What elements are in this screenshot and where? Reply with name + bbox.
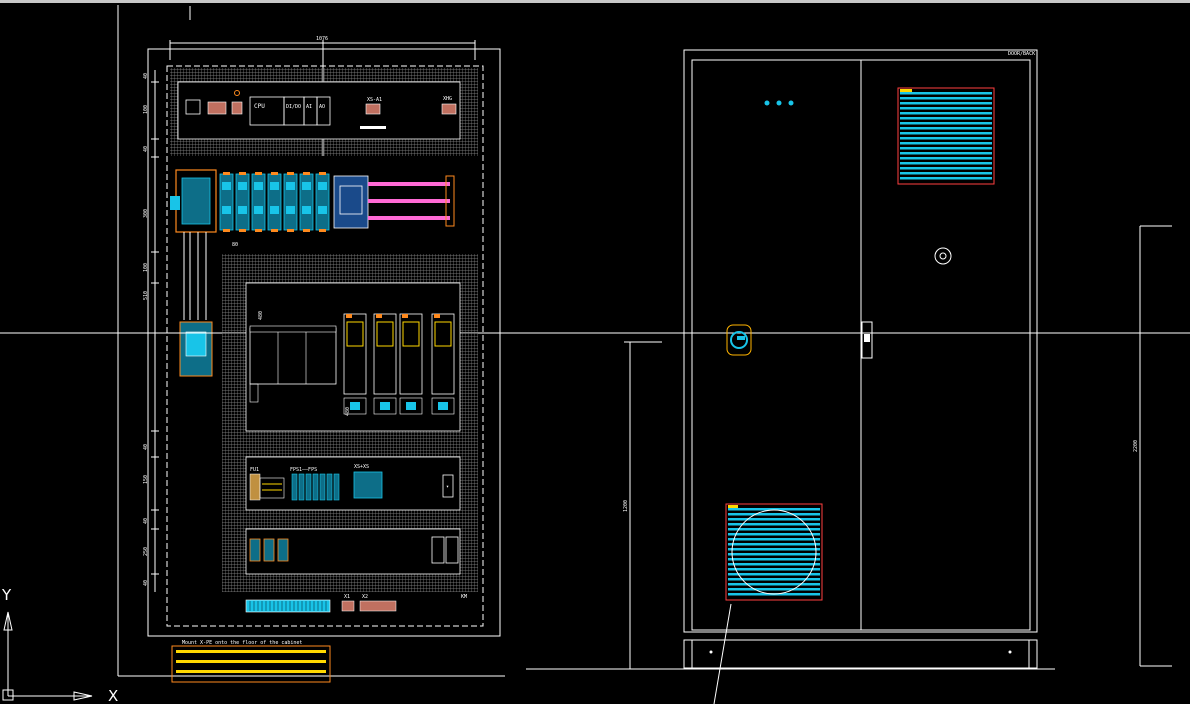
fuse-row: FU1 FPS1——FPS XS+XS ▾ bbox=[249, 464, 454, 501]
leader-line bbox=[713, 603, 732, 704]
dim-label: 40 bbox=[143, 580, 149, 586]
contactor-row bbox=[219, 172, 330, 232]
bus-bar bbox=[368, 199, 450, 203]
plc-rail-components: CPU DI/DO AI AO XS-A1 XHG bbox=[185, 90, 457, 129]
svg-text:▾: ▾ bbox=[446, 484, 449, 490]
module-label: DI/DO bbox=[286, 104, 301, 110]
height-dim-right: 2200 bbox=[1133, 440, 1139, 452]
cpu-label: CPU bbox=[254, 103, 265, 110]
door-hinge bbox=[861, 321, 873, 359]
ucs-axis-icon bbox=[2, 611, 93, 701]
xs-label-right: XHG bbox=[443, 96, 452, 102]
height-dim-left: 1200 bbox=[623, 500, 629, 512]
mounting-plate-outline bbox=[147, 48, 501, 637]
dim-label: 250 bbox=[143, 547, 149, 556]
dim-label: 40 bbox=[143, 444, 149, 450]
y-axis-label: Y bbox=[1, 586, 12, 604]
svg-text:FPS1——FPS: FPS1——FPS bbox=[290, 467, 317, 473]
dim-label: 510 bbox=[143, 291, 149, 300]
upper-vent bbox=[897, 87, 995, 185]
indicator-lamps bbox=[764, 100, 794, 106]
svg-text:FU1: FU1 bbox=[250, 467, 259, 473]
fan-vent bbox=[725, 503, 823, 601]
svg-text:480: 480 bbox=[258, 311, 264, 320]
panel-width-dim: 1076 bbox=[316, 36, 328, 42]
height-dimensions bbox=[624, 225, 1172, 669]
model-space-border bbox=[117, 5, 1055, 677]
door-lock-icon bbox=[934, 247, 952, 265]
svg-text:KM: KM bbox=[461, 594, 467, 600]
floor-note: Mount X-PE onto the floor of the cabinet bbox=[182, 640, 302, 646]
duct-dim: 80 bbox=[232, 242, 238, 248]
cabinet-top-label: DOOR/BACK bbox=[1008, 51, 1035, 57]
x-axis-label: X bbox=[108, 687, 118, 704]
xs-label: XS-A1 bbox=[367, 97, 382, 103]
svg-text:X2: X2 bbox=[362, 594, 368, 600]
plate-inner-dashed bbox=[166, 65, 484, 627]
cabinet-elevation bbox=[683, 49, 1038, 669]
power-rail-area bbox=[168, 156, 460, 252]
panel-layout-drawing: 1076 40 bbox=[143, 36, 501, 683]
svg-text:480: 480 bbox=[345, 407, 351, 416]
bus-bar bbox=[368, 182, 450, 186]
module-label: AO bbox=[319, 104, 325, 110]
dim-label: 150 bbox=[143, 475, 149, 484]
dim-label: 40 bbox=[143, 518, 149, 524]
svg-text:XS+XS: XS+XS bbox=[354, 464, 369, 470]
svg-text:X1: X1 bbox=[344, 594, 350, 600]
transformer bbox=[333, 175, 369, 229]
dim-label: 300 bbox=[143, 209, 149, 218]
terminal-strip bbox=[245, 599, 331, 613]
door-handle-icon bbox=[726, 324, 752, 356]
power-rail-components bbox=[170, 169, 455, 233]
dim-label: 100 bbox=[143, 105, 149, 114]
breaker-row bbox=[249, 536, 459, 564]
bus-bar bbox=[368, 216, 450, 220]
module-label: AI bbox=[306, 104, 312, 110]
door-hinge-pin bbox=[864, 334, 870, 342]
dim-label: 40 bbox=[143, 146, 149, 152]
dim-label: 40 bbox=[143, 73, 149, 79]
top-edge-strip bbox=[0, 0, 1190, 3]
dim-label: 100 bbox=[143, 263, 149, 272]
base-frame bbox=[171, 645, 331, 683]
drive-area-components: 480 480 bbox=[249, 311, 455, 416]
drive-units bbox=[343, 313, 455, 415]
